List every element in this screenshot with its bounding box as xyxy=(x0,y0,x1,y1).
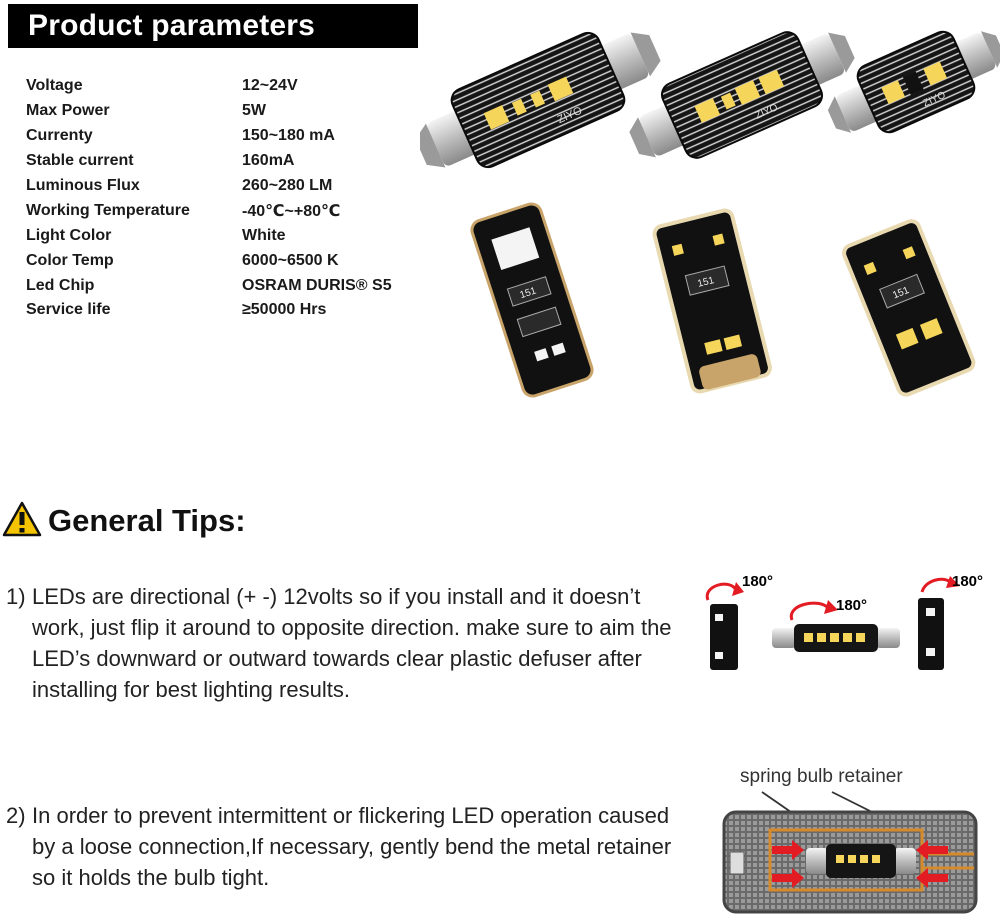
spec-row: Currenty 150~180 mA xyxy=(26,124,446,149)
spec-row: Led Chip OSRAM DURIS® S5 xyxy=(26,273,446,298)
spec-row: Luminous Flux 260~280 LM xyxy=(26,174,446,199)
tip-number: 1) xyxy=(6,584,26,609)
resistor-mark: 151 xyxy=(518,285,538,301)
spec-label: Voltage xyxy=(26,77,83,95)
warning-icon xyxy=(2,501,42,542)
tips-heading: General Tips: xyxy=(2,498,246,544)
spec-value: ≥50000 Hrs xyxy=(242,301,327,319)
page-title: Product parameters xyxy=(28,9,316,42)
spec-label: Working Temperature xyxy=(26,201,190,219)
rotation-label: 180° xyxy=(742,573,773,590)
spec-table: Voltage 12~24V Max Power 5W Currenty 150~18… xyxy=(26,74,446,323)
spec-value: 5W xyxy=(242,102,266,120)
retainer-label: spring bulb retainer xyxy=(740,766,903,787)
page-title-banner: Product parameters xyxy=(8,4,418,48)
wedge-bulb-left: 151 xyxy=(470,202,594,398)
tip-item: 1) LEDs are directional (+ -) 12volts so… xyxy=(6,581,696,705)
rotation-label: 180° xyxy=(836,597,867,614)
wedge-bulb-right: 151 xyxy=(842,219,976,397)
spec-row: Stable current 160mA xyxy=(26,149,446,174)
tip-number: 2) xyxy=(6,803,26,828)
festoon-bulb-large: ZIYO xyxy=(420,31,661,169)
spec-value: 12~24V xyxy=(242,77,298,95)
product-photos: ZIYO ZIYO ZIYO 151 xyxy=(420,30,1000,398)
retainer-diagram xyxy=(722,791,978,914)
spec-value: 150~180 mA xyxy=(242,127,335,145)
spec-row: Color Temp 6000~6500 K xyxy=(26,248,446,273)
spec-label: Luminous Flux xyxy=(26,177,140,194)
rotation-label: 180° xyxy=(952,573,983,590)
spec-value: -40℃~+80℃ xyxy=(242,202,341,220)
spec-row: Light Color White xyxy=(26,223,446,248)
tip-text: LEDs are directional (+ -) 12volts so if… xyxy=(32,584,672,702)
tips-title: General Tips: xyxy=(48,503,246,538)
spec-label: Light Color xyxy=(26,226,112,244)
spec-label: Led Chip xyxy=(26,276,95,294)
spec-value: 160mA xyxy=(242,152,295,170)
spec-label: Currenty xyxy=(26,127,93,145)
spec-row: Voltage 12~24V xyxy=(26,74,446,99)
spec-label: Stable current xyxy=(26,152,134,170)
spec-row: Working Temperature -40℃~+80℃ xyxy=(26,198,446,223)
spec-value: White xyxy=(242,226,286,244)
tip-text: In order to prevent intermittent or flic… xyxy=(32,803,672,890)
spec-value: 260~280 LM xyxy=(242,177,333,194)
spec-row: Max Power 5W xyxy=(26,99,446,124)
rotation-diagram: 180° 180° 180° xyxy=(705,573,983,670)
spec-value: 6000~6500 K xyxy=(242,251,339,269)
festoon-rotation-middle: 180° xyxy=(772,597,900,652)
spec-label: Max Power xyxy=(26,102,110,120)
festoon-bulb-small: ZIYO xyxy=(827,30,1000,134)
spec-label: Service life xyxy=(26,301,111,319)
resistor-mark: 151 xyxy=(696,275,715,290)
wedge-bulb-middle: 151 xyxy=(652,208,772,394)
spec-value: OSRAM DURIS® S5 xyxy=(242,276,392,294)
wedge-rotation-right: 180° xyxy=(918,573,983,670)
spec-row: Service life ≥50000 Hrs xyxy=(26,298,446,323)
festoon-bulb-medium: ZIYO xyxy=(629,31,855,159)
spec-label: Color Temp xyxy=(26,251,114,269)
tip-item: 2) In order to prevent intermittent or f… xyxy=(6,800,696,893)
wedge-rotation-left: 180° xyxy=(705,573,773,670)
pressure-arrows xyxy=(772,840,948,888)
